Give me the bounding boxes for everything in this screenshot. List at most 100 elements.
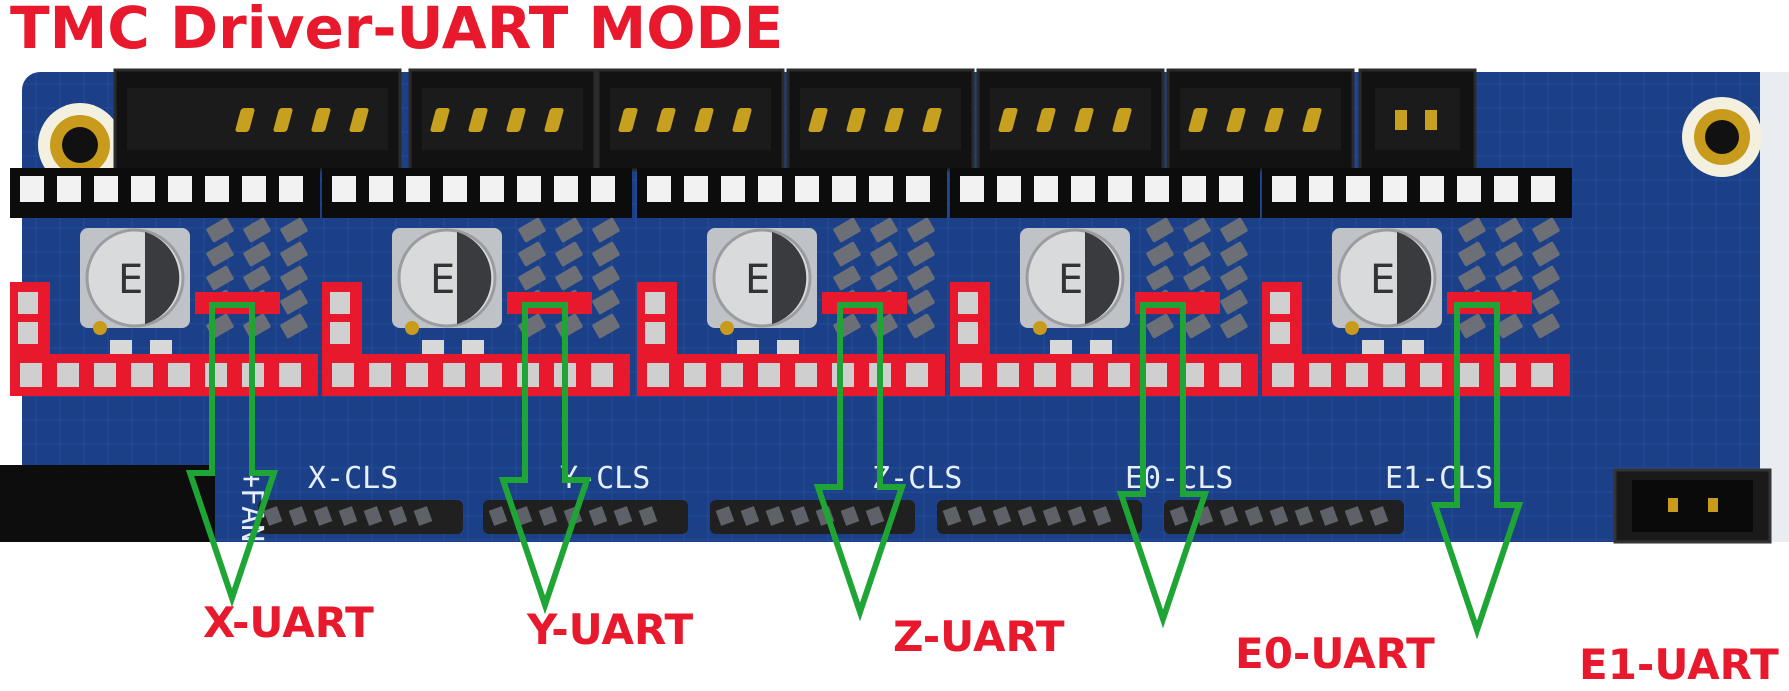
smd-part — [462, 340, 484, 354]
jumper-pin — [1532, 265, 1560, 291]
jumper-pin — [907, 289, 935, 315]
header-pin — [1294, 506, 1314, 526]
pcb-right-edge — [1760, 72, 1789, 542]
smd-part — [737, 340, 759, 354]
uart-arrow — [498, 302, 592, 615]
motor-connector — [1358, 68, 1477, 172]
header-pad — [997, 363, 1019, 387]
jumper-pin — [1532, 217, 1560, 243]
jumper-pin — [1532, 241, 1560, 267]
driver-module: E — [950, 168, 1260, 396]
driver-top-header — [637, 168, 947, 218]
header-pin — [413, 506, 433, 526]
black-overhang-left — [0, 465, 215, 542]
header-pad — [1272, 176, 1296, 202]
header-pad — [1531, 363, 1553, 387]
connector-pin — [1425, 110, 1437, 130]
motor-connector — [113, 68, 402, 172]
driver-module: E — [1262, 168, 1572, 396]
header-pad — [1071, 176, 1095, 202]
capacitor-stripe — [1397, 232, 1432, 324]
jumper-pin — [206, 217, 234, 243]
header-pad — [1346, 363, 1368, 387]
header-pad — [721, 176, 745, 202]
header-pin — [613, 506, 633, 526]
header-pad — [1309, 363, 1331, 387]
jumper-pin — [1495, 265, 1523, 291]
header-pad — [517, 176, 541, 202]
header-pin — [1344, 506, 1364, 526]
jumper-pin — [833, 217, 861, 243]
header-pad — [795, 176, 819, 202]
header-pad — [1145, 176, 1169, 202]
jumper-pin — [243, 265, 271, 291]
jumper-pin — [1146, 313, 1174, 339]
e0-uart-label: E0-UART — [1235, 629, 1435, 678]
jumper-pin — [592, 265, 620, 291]
jumper-pin — [1183, 265, 1211, 291]
capacitor-stripe — [145, 232, 180, 324]
header-pad — [647, 363, 669, 387]
jumper-pin — [1146, 217, 1174, 243]
capacitor-mark: E — [1370, 257, 1395, 303]
header-pad — [443, 363, 465, 387]
connector-pin — [618, 108, 638, 132]
header-pad — [20, 176, 44, 202]
connector-pin — [884, 108, 904, 132]
driver-top-header — [950, 168, 1260, 218]
smd-part — [1362, 340, 1384, 354]
header-pad — [18, 292, 38, 314]
connector-pin — [922, 108, 942, 132]
jumper-pin — [907, 241, 935, 267]
header-pin — [363, 506, 383, 526]
connector-pin — [1302, 108, 1322, 132]
header-pad — [1457, 176, 1481, 202]
jumper-pin — [280, 289, 308, 315]
connector-pin — [544, 108, 564, 132]
header-pad — [645, 322, 665, 344]
jumper-pin — [280, 265, 308, 291]
jumper-pin — [280, 313, 308, 339]
header-pin — [288, 506, 308, 526]
header-pad — [1145, 363, 1167, 387]
connector-pin — [349, 108, 369, 132]
header-pad — [330, 292, 350, 314]
header-pad — [332, 363, 354, 387]
header-pin — [1092, 506, 1112, 526]
header-pad — [1182, 176, 1206, 202]
motor-connectors — [113, 68, 1477, 172]
header-pin — [1244, 506, 1264, 526]
jumper-pin — [1532, 313, 1560, 339]
header-pin — [338, 506, 358, 526]
header-pad — [57, 176, 81, 202]
smd-part — [1402, 340, 1424, 354]
jumper-pin — [870, 217, 898, 243]
header-pad — [591, 176, 615, 202]
driver-top-header — [1262, 168, 1572, 218]
header-pad — [1034, 176, 1058, 202]
driver-module: E — [322, 168, 632, 396]
header-pad — [57, 363, 79, 387]
red-header-horizontal — [950, 354, 1258, 396]
connector-pin — [1074, 108, 1094, 132]
header-pad — [279, 363, 301, 387]
capacitor-mark: E — [430, 257, 455, 303]
header-pad — [795, 363, 817, 387]
header-pad — [1108, 363, 1130, 387]
header-pad — [131, 363, 153, 387]
header-pad — [1420, 176, 1444, 202]
capacitor-mark: E — [118, 257, 143, 303]
jumper-pin — [1146, 265, 1174, 291]
connector-pin — [656, 108, 676, 132]
e1-uart-label: E1-UART — [1579, 640, 1779, 689]
connector-pin — [235, 108, 255, 132]
cls-header-strip — [258, 500, 463, 534]
capacitor-mark: E — [1058, 257, 1083, 303]
header-pad — [1420, 363, 1442, 387]
connector-pin — [1112, 108, 1132, 132]
header-pin — [790, 506, 810, 526]
header-pin — [1369, 506, 1389, 526]
header-pin — [263, 506, 283, 526]
header-pad — [960, 176, 984, 202]
